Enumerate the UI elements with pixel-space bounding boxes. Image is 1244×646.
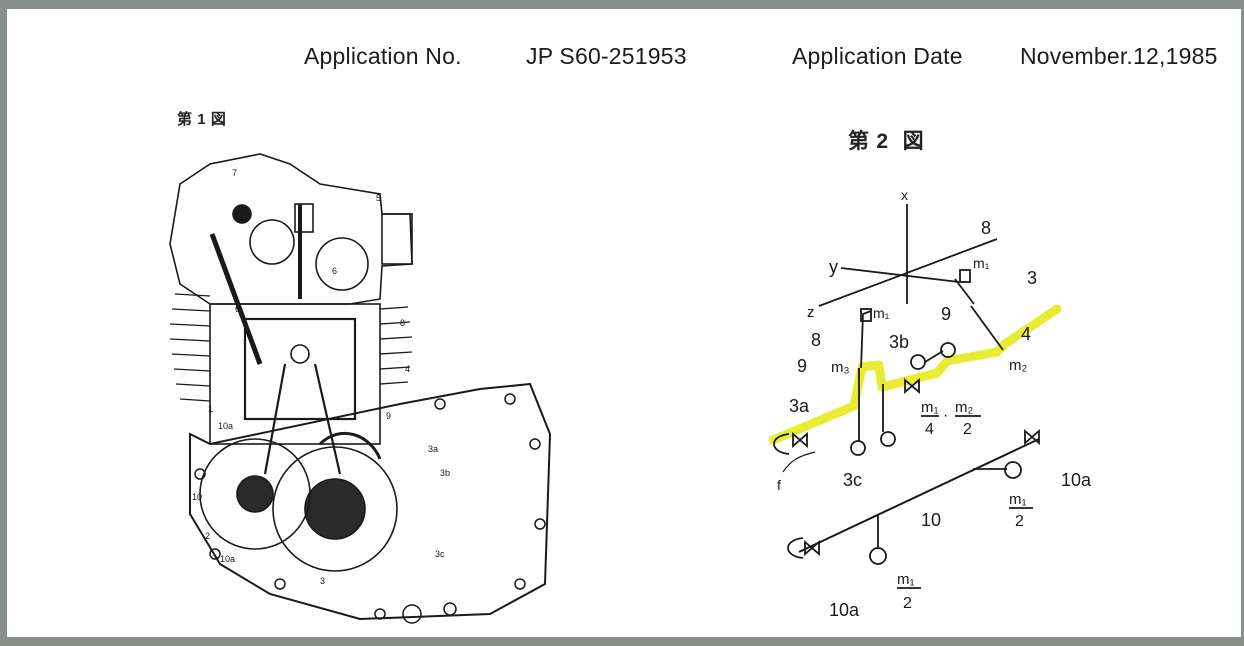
label-4: 4 <box>1021 324 1031 344</box>
label-m2: m₂ <box>1009 357 1027 374</box>
cam-lobe <box>249 219 295 265</box>
balancer-weight-bottom <box>869 547 887 565</box>
valve-spring <box>294 203 314 233</box>
balancer-gear <box>199 438 311 550</box>
callout-4: 4 <box>405 364 410 374</box>
support-right <box>1024 429 1040 445</box>
rotation-arrow-top <box>773 433 790 455</box>
push-rod <box>209 233 263 365</box>
callout-3b: 3b <box>440 468 450 478</box>
weight-3c <box>850 440 866 456</box>
highlight-crank-path <box>768 304 1062 445</box>
crank-pin <box>318 431 382 460</box>
label-m3: m₃ <box>831 359 850 376</box>
application-date-value: November.12,1985 <box>1020 43 1218 69</box>
figure2-schematic: x y z 8 m₁ 3 9 m₁ 4 8 3b 9 m₃ m₂ 3a m₁ 4… <box>768 187 1092 620</box>
figure2-labels: x y z 8 m₁ 3 9 m₁ 4 8 3b 9 m₃ m₂ 3a m₁ 4… <box>777 187 1092 620</box>
callout-8: 8 <box>400 318 405 328</box>
label-frac-m1: m₁ <box>921 399 939 416</box>
callout-3c: 3c <box>435 549 445 559</box>
label-9a: 9 <box>941 304 951 324</box>
mass-block-m1a <box>959 269 971 283</box>
z-axis <box>818 238 998 307</box>
label-9b: 9 <box>797 356 807 376</box>
crankshaft <box>304 478 366 540</box>
callout-10a-bottom: 10a <box>220 554 235 564</box>
application-date-label: Application Date <box>792 43 963 69</box>
callout-3a: 3a <box>428 444 438 454</box>
piston-pin <box>290 344 310 364</box>
support-left <box>792 432 808 448</box>
figure1-engine-drawing: 7 5 6 6 8 4 1 9 10a 3a 3b 10 2 10a 3 3c <box>169 153 552 624</box>
label-8a: 8 <box>981 218 991 238</box>
cylinder-block <box>209 303 381 445</box>
label-z: z <box>807 304 815 321</box>
callout-3: 3 <box>320 576 325 586</box>
weight-counter <box>880 431 896 447</box>
callout-1: 1 <box>208 404 213 414</box>
callout-7: 7 <box>232 168 237 178</box>
callout-6a: 6 <box>332 266 337 276</box>
link-m2 <box>924 350 944 363</box>
callout-2: 2 <box>205 531 210 541</box>
intake-port <box>381 213 413 265</box>
rod-3b <box>860 310 872 369</box>
label-frac-m2: m₂ <box>955 399 973 416</box>
label-3c: 3c <box>843 470 862 490</box>
support-middle <box>904 378 920 394</box>
figure1-callouts: 7 5 6 6 8 4 1 9 10a 3a 3b 10 2 10a 3 3c <box>192 168 450 586</box>
label-y: y <box>829 257 838 277</box>
arm-8a <box>970 305 1004 351</box>
figure2-label: 第 2 図 <box>848 128 924 153</box>
callout-6b: 6 <box>235 304 240 314</box>
crank-web <box>272 446 398 572</box>
label-m1a: m₁ <box>973 255 990 271</box>
label-3b: 3b <box>889 332 909 352</box>
rotation-arrow-bottom <box>787 537 804 559</box>
label-3: 3 <box>1027 268 1037 288</box>
label-frac-2c: 2 <box>903 595 912 612</box>
label-frac-m1c: m₁ <box>897 571 915 588</box>
label-frac-4: 4 <box>925 421 934 438</box>
cylinder-head-outline <box>169 153 413 305</box>
leader-f <box>782 451 816 473</box>
application-no-label: Application No. <box>304 43 462 69</box>
label-dot: · <box>943 407 948 424</box>
label-frac-2b: 2 <box>1015 513 1024 530</box>
label-f: f <box>777 477 781 493</box>
label-frac-2: 2 <box>963 421 972 438</box>
callout-9: 9 <box>386 411 391 421</box>
rocker-pivot <box>232 204 252 224</box>
figure1-label: 第 1 図 <box>177 110 226 128</box>
label-x: x <box>901 187 908 203</box>
callout-5: 5 <box>376 193 381 203</box>
label-10: 10 <box>921 510 941 530</box>
balancer-shaft-10 <box>798 438 1040 553</box>
callout-10a-top: 10a <box>218 421 233 431</box>
mass-block-m1b <box>860 308 872 322</box>
piston <box>243 317 357 421</box>
balancer-shaft <box>236 475 274 513</box>
label-m1b: m₁ <box>873 305 890 321</box>
weight-m2 <box>940 342 956 358</box>
label-frac-m1b: m₁ <box>1009 491 1027 508</box>
combustion-dome <box>315 237 369 291</box>
balancer-weight-right <box>1004 461 1022 479</box>
lever-9a <box>954 278 975 305</box>
bolt-holes <box>194 393 546 624</box>
cooling-fins <box>169 293 413 402</box>
label-10a-bottom: 10a <box>829 600 860 620</box>
patent-sheet: Application No. JP S60-251953 Applicatio… <box>7 9 1241 637</box>
crankcase <box>189 382 552 621</box>
callout-10: 10 <box>192 492 202 502</box>
label-3a: 3a <box>789 396 810 416</box>
label-8b: 8 <box>811 330 821 350</box>
weight-m3 <box>910 354 926 370</box>
label-10a-right: 10a <box>1061 470 1092 490</box>
application-no-value: JP S60-251953 <box>526 43 687 69</box>
